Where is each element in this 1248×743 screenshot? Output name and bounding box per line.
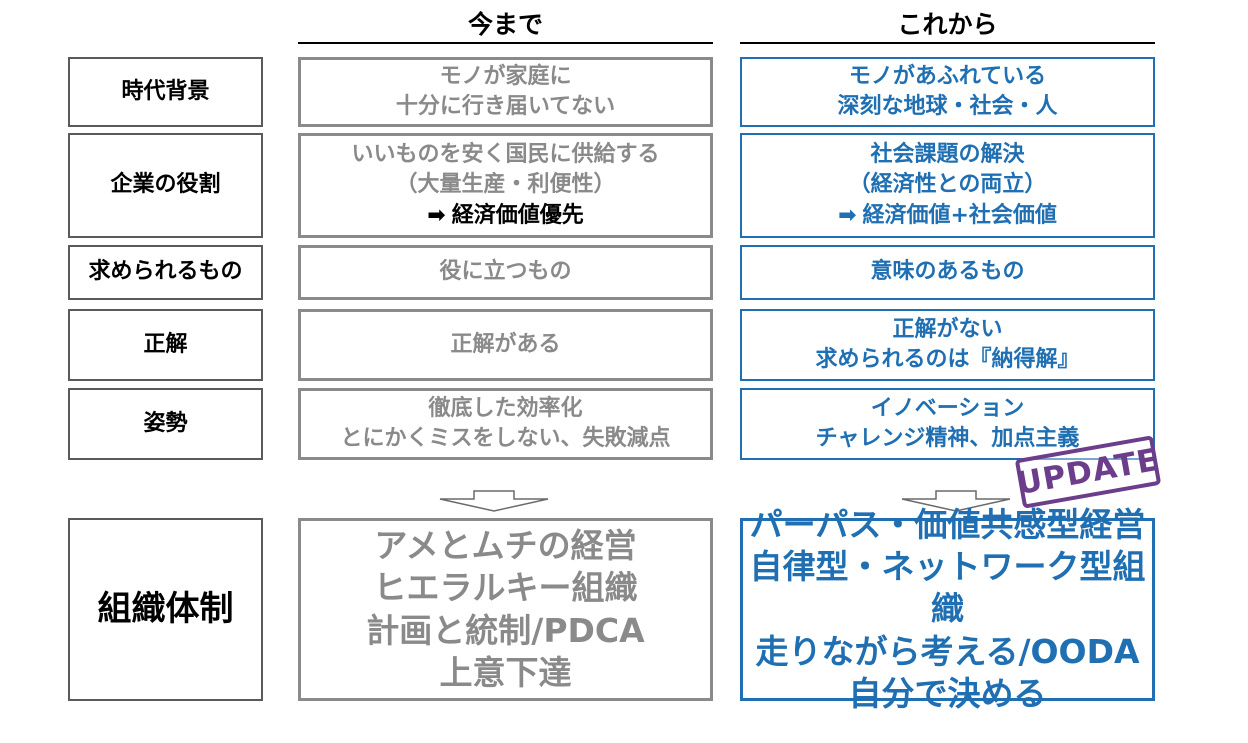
cell-line: イノベーション bbox=[870, 395, 1025, 421]
row-label-what-is-needed: 求められるもの bbox=[68, 245, 263, 300]
after-cell-organization: パーパス・価値共感型経営 自律型・ネットワーク型組織 走りながら考える/OODA… bbox=[740, 505, 1155, 713]
right-arrow-icon: ➡ bbox=[838, 202, 857, 228]
column-header-before: 今まで bbox=[298, 8, 713, 44]
cell-line: パーパス・価値共感型経営 bbox=[749, 504, 1146, 544]
cell-line: 自律型・ネットワーク型組織 bbox=[749, 547, 1146, 629]
before-cell-attitude: 徹底した効率化 とにかくミスをしない、失敗減点 bbox=[298, 388, 713, 460]
cell-line: （経済性との両立） bbox=[848, 172, 1047, 198]
cell-line: 上意下達 bbox=[439, 652, 572, 692]
cell-line: 正解がない bbox=[892, 316, 1003, 342]
cell-line: モノが家庭に bbox=[439, 63, 572, 89]
cell-line: 徹底した効率化 bbox=[428, 395, 583, 421]
emphasis-line: ➡経済価値+社会価値 bbox=[838, 201, 1057, 231]
cell-line: アメとムチの経営 bbox=[374, 526, 637, 566]
emphasis-line: ➡経済価値優先 bbox=[427, 201, 583, 231]
before-cell-correct-answer: 正解がある bbox=[298, 309, 713, 381]
cell-line: 走りながら考える/OODA bbox=[755, 631, 1140, 671]
before-cell-company-role: いいものを安く国民に供給する （大量生産・利便性） ➡経済価値優先 bbox=[298, 133, 713, 238]
row-label-text: 組織体制 bbox=[97, 589, 234, 630]
cell-line: 社会課題の解決 bbox=[870, 141, 1025, 167]
before-cell-era-background: モノが家庭に 十分に行き届いてない bbox=[298, 57, 713, 127]
row-label-era-background: 時代背景 bbox=[68, 57, 263, 127]
cell-line: ヒエラルキー組織 bbox=[373, 568, 638, 608]
emphasis-text: 経済価値+社会価値 bbox=[862, 202, 1057, 228]
emphasis-text: 経済価値優先 bbox=[451, 202, 584, 228]
cell-line: 計画と統制/PDCA bbox=[366, 610, 645, 650]
before-cell-what-is-needed: 役に立つもの bbox=[298, 245, 713, 300]
cell-line: いいものを安く国民に供給する bbox=[351, 141, 660, 167]
cell-line: （大量生産・利便性） bbox=[395, 172, 616, 198]
after-cell-correct-answer: 正解がない 求められるのは『納得解』 bbox=[740, 309, 1155, 381]
right-arrow-icon: ➡ bbox=[427, 202, 446, 228]
row-label-attitude: 姿勢 bbox=[68, 388, 263, 460]
cell-line: 十分に行き届いてない bbox=[395, 94, 616, 119]
row-label-text: 姿勢 bbox=[143, 410, 188, 436]
row-label-text: 時代背景 bbox=[121, 78, 210, 104]
row-label-company-role: 企業の役割 bbox=[68, 133, 263, 238]
row-label-text: 企業の役割 bbox=[110, 172, 221, 198]
row-label-organization: 組織体制 bbox=[68, 518, 263, 701]
cell-line: チャレンジ精神、加点主義 bbox=[815, 426, 1080, 451]
before-cell-organization: アメとムチの経営 ヒエラルキー組織 計画と統制/PDCA 上意下達 bbox=[298, 518, 713, 701]
cell-line: 役に立つもの bbox=[439, 259, 572, 285]
column-header-after: これから bbox=[740, 8, 1155, 44]
after-cell-what-is-needed: 意味のあるもの bbox=[740, 245, 1155, 300]
row-label-text: 正解 bbox=[143, 331, 188, 357]
cell-line: 求められるのは『納得解』 bbox=[815, 347, 1080, 372]
down-arrow-icon bbox=[439, 490, 549, 512]
row-label-text: 求められるもの bbox=[88, 259, 243, 285]
cell-line: 意味のあるもの bbox=[870, 259, 1025, 285]
cell-line: 自分で決める bbox=[848, 673, 1047, 713]
cell-line: 深刻な地球・社会・人 bbox=[837, 94, 1058, 119]
row-label-correct-answer: 正解 bbox=[68, 309, 263, 381]
cell-line: とにかくミスをしない、失敗減点 bbox=[340, 426, 671, 451]
after-cell-attitude: イノベーション チャレンジ精神、加点主義 bbox=[740, 388, 1155, 460]
cell-line: モノがあふれている bbox=[848, 63, 1047, 89]
after-cell-era-background: モノがあふれている 深刻な地球・社会・人 bbox=[740, 57, 1155, 127]
after-cell-company-role: 社会課題の解決 （経済性との両立） ➡経済価値+社会価値 bbox=[740, 133, 1155, 238]
down-arrow-icon bbox=[901, 490, 1011, 512]
cell-line: 正解がある bbox=[450, 331, 561, 357]
